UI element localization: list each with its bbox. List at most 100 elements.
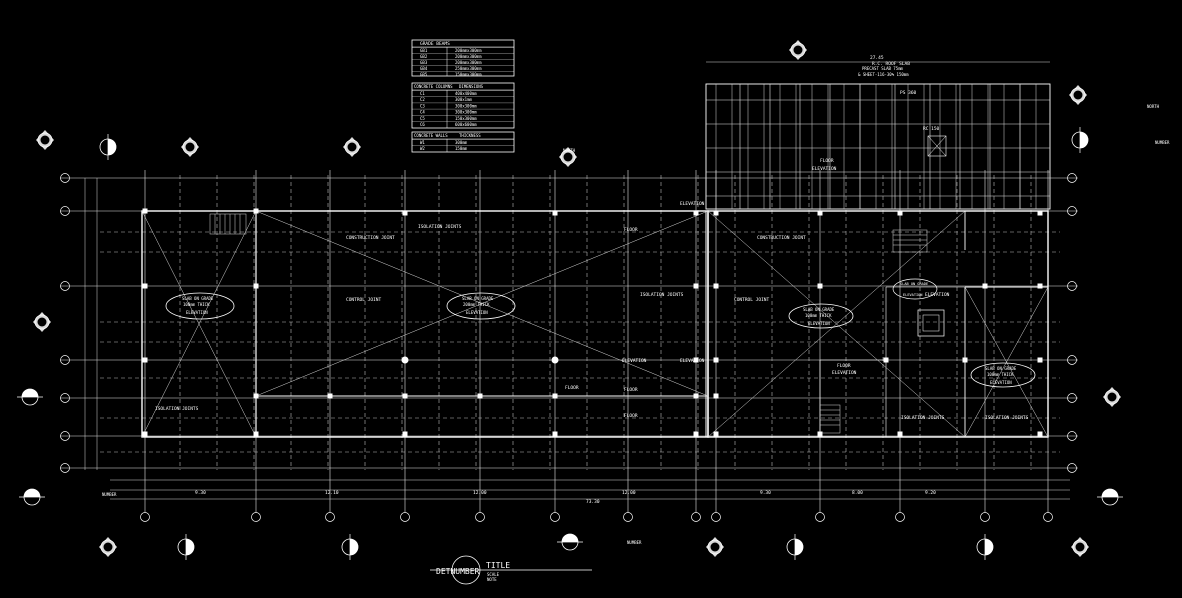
roof-dim-top: 27.45: [870, 55, 884, 61]
column-row-id: C1: [420, 91, 425, 96]
beam-row-value: 200mmx300mm: [455, 60, 482, 65]
slab-label-1: SLAB ON GRADE: [182, 296, 214, 301]
slab-thick-3: 100mm THICK: [805, 313, 832, 318]
floor-label-1: FLOOR: [624, 227, 638, 233]
construction-joint-label-2: CONSTRUCTION JOINT: [757, 235, 806, 241]
detnumber-label: DETNUMBER: [436, 567, 480, 576]
building-outline: [141, 210, 1049, 438]
structural-grid: [60, 170, 1078, 512]
scale-label: SCALE: [487, 572, 500, 577]
slab-elev-4: ELEVATION: [990, 380, 1012, 385]
walls-table-header-2: THICKNESS: [459, 133, 481, 138]
wall-row-value: 300mm: [455, 140, 468, 145]
beam-row-id: GB5: [420, 72, 428, 77]
beam-row-value: 200mmx300mm: [455, 48, 482, 53]
dim-3: 12.00: [473, 490, 487, 496]
control-joint-label-2: CONTROL JOINT: [734, 297, 770, 303]
column-row-id: C4: [420, 110, 425, 115]
column-row-value: 150x300mm: [455, 116, 477, 121]
column-row-id: C5: [420, 116, 425, 121]
isolation-joints-label-2: ISOLATION JOINTS: [640, 292, 684, 298]
slab-diagonals: [141, 210, 1049, 438]
elevation-label-4: ELEVATION: [832, 370, 857, 376]
dim-5: 8.00: [852, 490, 863, 496]
slab-label-5: SLAB ON GRADE: [900, 282, 928, 286]
slab-thick-1: 100mm THICK: [183, 302, 210, 307]
roof-note-1: PRECAST SLAB 75mm: [862, 66, 904, 71]
number-label-left: NUMBER: [102, 492, 117, 497]
beam-row-value: 200mmx300mm: [455, 54, 482, 59]
columns-table-header-2: DIMENSIONS: [459, 84, 484, 89]
slab-thick-2: 200mm THICK: [463, 302, 490, 307]
isolation-joints-label-1: ISOLATION JOINTS: [418, 224, 462, 230]
grid-bubbles: [60, 173, 1077, 522]
elevation-label-5: ELEVATION: [925, 292, 950, 298]
dim-3b: 12.00: [622, 490, 636, 496]
roof-framing-plan: 27.45 R.C. ROOF SLAB PRECAST SLAB 75mm &…: [705, 55, 1051, 210]
dim-1: 9.30: [195, 490, 206, 496]
slab-elev-5: ELEVATION: [903, 293, 922, 297]
elevation-label-1: ELEVATION: [680, 201, 705, 207]
number-label-bottom: NUMBER: [627, 540, 642, 545]
roof-rc-label: RC 150: [923, 126, 940, 132]
column-row-value: 600x600mm: [455, 122, 477, 127]
slab-elev-3: ELEVATION: [808, 321, 830, 326]
isolation-joints-label-3: ISOLATION JOINTS: [155, 406, 199, 412]
dim-2: 12.10: [325, 490, 339, 496]
dim-6: 9.20: [925, 490, 936, 496]
beam-row-id: GB1: [420, 48, 428, 53]
north-label-top: NORTH: [563, 148, 576, 153]
column-row-value: 300x300mm: [455, 110, 477, 115]
columns-table-header-1: CONCRETE COLUMNS: [414, 84, 453, 89]
column-row-id: C2: [420, 97, 425, 102]
walls-table-header-1: CONCRETE WALLS: [414, 133, 448, 138]
slab-elev-2: ELEVATION: [466, 310, 488, 315]
slab-elev-1: ELEVATION: [186, 310, 208, 315]
beam-row-value: 150mmx300mm: [455, 72, 482, 77]
dim-4: 9.30: [760, 490, 771, 496]
floor-label-4: FLOOR: [624, 413, 638, 419]
column-row-id: C3: [420, 103, 425, 108]
slab-thick-4: 100mm THICK: [987, 372, 1014, 377]
title-block: DETNUMBER TITLE SCALE NOTE: [430, 555, 592, 585]
roof-note-2: & SHEET-116-30% 150mm: [858, 72, 909, 77]
slab-label-2: SLAB ON GRADE: [462, 296, 494, 301]
roof-elevation-label: ELEVATION: [812, 166, 837, 172]
note-label: NOTE: [487, 577, 497, 582]
column-row-value: 400x400mm: [455, 91, 477, 96]
beam-row-id: GB3: [420, 60, 428, 65]
beam-row-id: GB4: [420, 66, 428, 71]
slab-label-4: SLAB ON GRADE: [985, 366, 1017, 371]
column-row-id: C6: [420, 122, 425, 127]
beams-table-header: GRADE BEAMS: [420, 41, 450, 47]
beam-row-value: 250mmx300mm: [455, 66, 482, 71]
dim-total: 73.30: [586, 499, 600, 505]
slab-label-3: SLAB ON GRADE: [803, 307, 835, 312]
floor-label-3: FLOOR: [624, 387, 638, 393]
roof-floor-label: FLOOR: [820, 158, 834, 164]
roof-title: R.C. ROOF SLAB: [872, 61, 910, 67]
construction-joint-label-1: CONSTRUCTION JOINT: [346, 235, 395, 241]
slab-on-grade-markers: SLAB ON GRADE 100mm THICK ELEVATION SLAB…: [165, 278, 1036, 388]
roof-ps-label: PS 360: [900, 90, 917, 96]
floor-label-2: FLOOR: [565, 385, 579, 391]
elevation-label-2: ELEVATION: [622, 358, 647, 364]
wall-row-value: 150mm: [455, 146, 468, 151]
beam-row-id: GB2: [420, 54, 428, 59]
isolation-joints-label-4: ISOLATION JOINTS: [901, 415, 945, 421]
north-label-right: NORTH: [1147, 104, 1160, 109]
column-row-value: 300x1mm: [455, 97, 472, 102]
number-label-right: NUMBER: [1155, 140, 1170, 145]
wall-row-id: W2: [420, 146, 425, 151]
control-joint-label-1: CONTROL JOINT: [346, 297, 382, 303]
elevation-label-3: ELEVATION: [680, 358, 705, 364]
wall-row-id: W1: [420, 140, 425, 145]
column-row-value: 300x300mm: [455, 103, 477, 108]
section-markers: [17, 40, 1123, 560]
title-label: TITLE: [486, 561, 510, 570]
column-markers: [142, 208, 1043, 437]
joint-labels: CONSTRUCTION JOINT ISOLATION JOINTS CONT…: [155, 201, 1029, 421]
floor-label-5: FLOOR: [837, 363, 851, 369]
